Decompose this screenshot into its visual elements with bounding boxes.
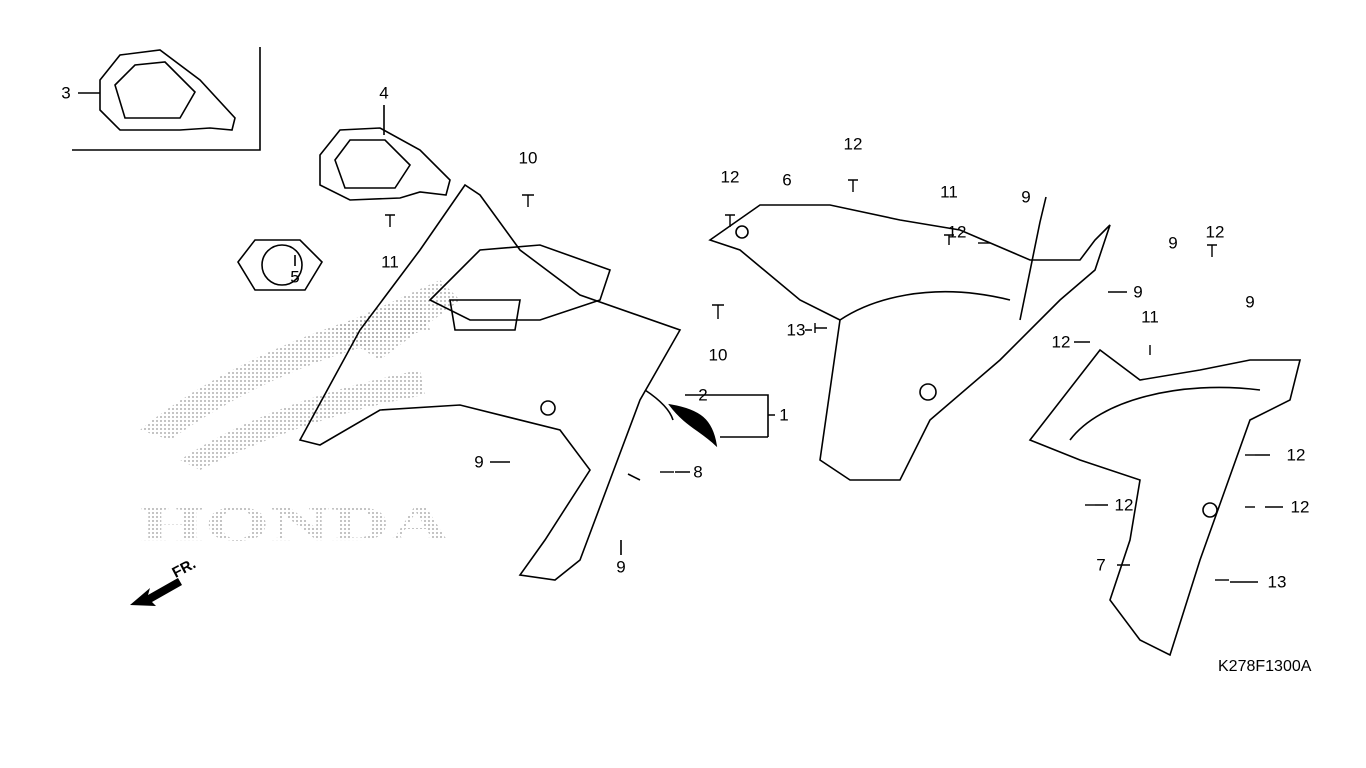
part-2-inner-cover — [298, 183, 682, 581]
callout-13[interactable]: 13 — [1267, 572, 1287, 592]
callout-10[interactable]: 10 — [518, 148, 538, 168]
screw-icon — [944, 234, 954, 245]
bolt-icon — [522, 194, 534, 207]
callout-12[interactable]: 12 — [1286, 445, 1306, 465]
part-7-cover — [1028, 348, 1302, 657]
screw-icon — [1207, 244, 1217, 257]
part-outlines — [72, 47, 1302, 657]
part-1-strip — [668, 403, 718, 448]
screw-icon — [385, 214, 395, 227]
honda-watermark: HONDA — [140, 280, 460, 551]
callout-9[interactable]: 9 — [616, 557, 626, 577]
screw-icon — [848, 179, 858, 192]
bolt-icon — [814, 323, 827, 333]
part-6-cover — [708, 204, 1111, 481]
part-3-lid — [99, 49, 236, 131]
part-5-ring — [237, 239, 324, 291]
callout-11[interactable]: 11 — [940, 182, 958, 202]
callout-9[interactable]: 9 — [1133, 282, 1143, 302]
callout-3[interactable]: 3 — [61, 83, 71, 103]
callout-11[interactable]: 11 — [381, 252, 399, 272]
callout-12[interactable]: 12 — [1051, 332, 1071, 352]
callout-11[interactable]: 11 — [1141, 307, 1159, 327]
callout-10[interactable]: 10 — [708, 345, 728, 365]
svg-text:HONDA: HONDA — [140, 495, 450, 551]
callout-12[interactable]: 12 — [1114, 495, 1134, 515]
callout-4[interactable]: 4 — [379, 83, 389, 103]
callout-9[interactable]: 9 — [1245, 292, 1255, 312]
callout-1[interactable]: 1 — [779, 405, 789, 425]
bolt-icon — [712, 304, 724, 319]
callout-9[interactable]: 9 — [1168, 233, 1178, 253]
callout-12[interactable]: 12 — [1205, 222, 1225, 242]
inset-frame — [72, 47, 261, 151]
fasteners — [385, 179, 1255, 581]
callout-7[interactable]: 7 — [1096, 555, 1106, 575]
part-4-lid — [319, 127, 451, 201]
callout-8[interactable]: 8 — [693, 462, 703, 482]
front-arrow — [130, 578, 182, 606]
callout-9[interactable]: 9 — [474, 452, 484, 472]
callout-5[interactable]: 5 — [290, 267, 300, 287]
callout-12[interactable]: 12 — [1290, 497, 1310, 517]
callout-12[interactable]: 12 — [843, 134, 863, 154]
callout-12[interactable]: 12 — [720, 167, 740, 187]
drawing-code: K278F1300A — [1218, 658, 1312, 675]
callout-12[interactable]: 12 — [947, 222, 967, 242]
callout-13[interactable]: 13 — [786, 320, 806, 340]
callout-2[interactable]: 2 — [698, 385, 708, 405]
callout-6[interactable]: 6 — [782, 170, 792, 190]
screw-icon — [725, 214, 735, 227]
callout-9[interactable]: 9 — [1021, 187, 1031, 207]
